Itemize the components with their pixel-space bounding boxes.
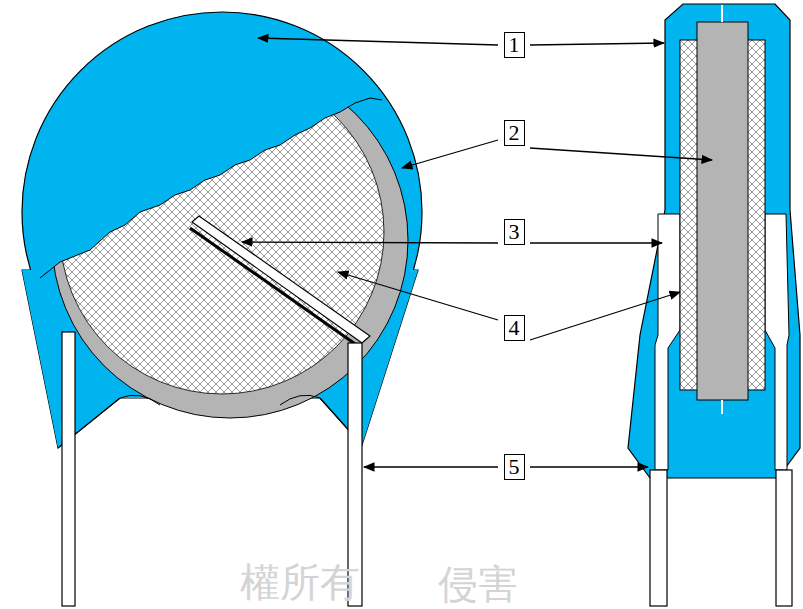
callout-number: 2 xyxy=(504,120,525,146)
side-view xyxy=(628,4,800,606)
watermark: 侵害 xyxy=(438,562,518,606)
front-view xyxy=(22,12,422,606)
callout-number: 3 xyxy=(504,219,525,245)
leader-lines xyxy=(242,38,712,467)
callout-number: 4 xyxy=(504,315,525,341)
watermark: 權所有 xyxy=(240,560,360,604)
callout-number: 5 xyxy=(504,454,525,480)
callout-number: 1 xyxy=(504,32,525,58)
